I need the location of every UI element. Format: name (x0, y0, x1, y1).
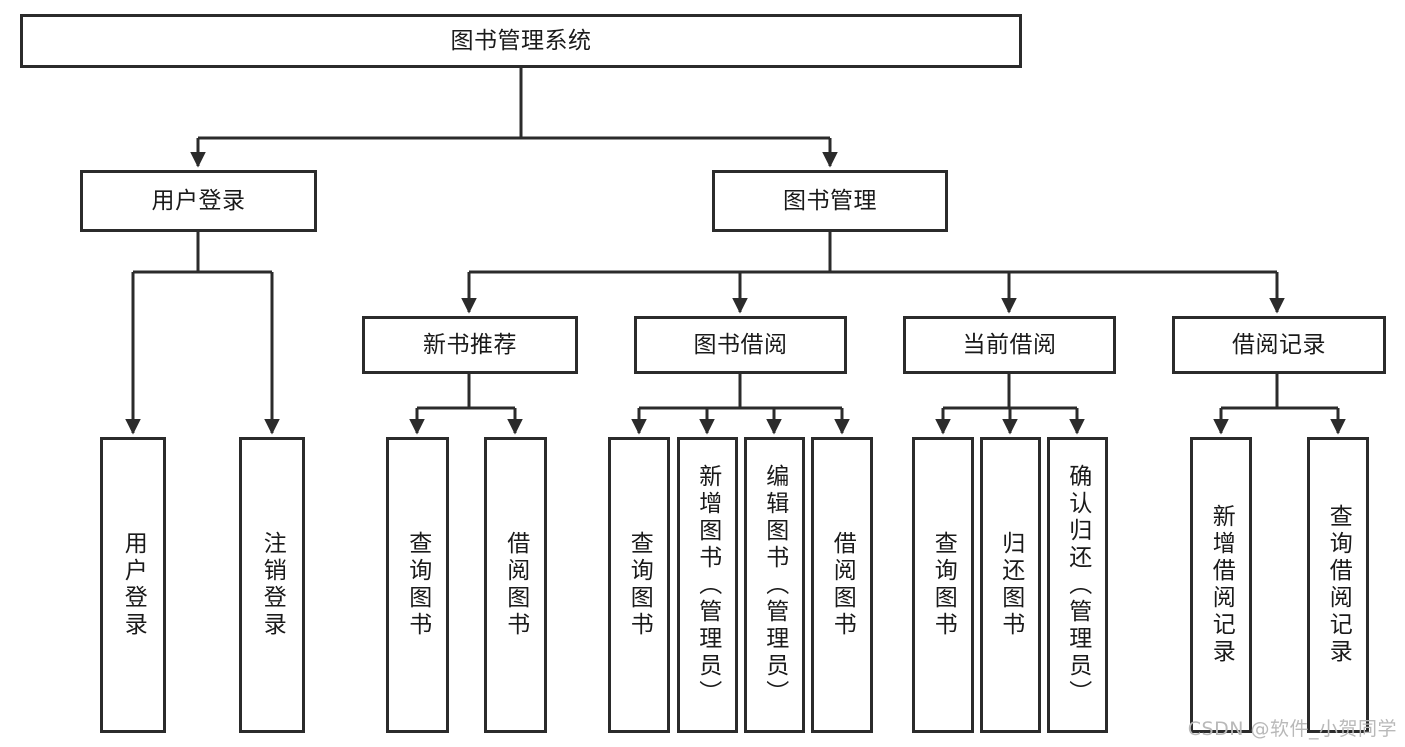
leaf-logout[interactable]: 注销登录 (239, 437, 305, 733)
node-book-manage-label: 图书管理 (783, 187, 877, 214)
leaf-add-record[interactable]: 新增借阅记录 (1190, 437, 1252, 733)
csdn-watermark: CSDN @软件_小贺同学 (1187, 718, 1397, 740)
leaf-query-record-label: 查询借阅记录 (1325, 504, 1352, 666)
node-current-borrow-label: 当前借阅 (962, 331, 1057, 358)
node-root-label: 图书管理系统 (450, 27, 592, 54)
node-user-login[interactable]: 用户登录 (80, 170, 317, 232)
leaf-query-book-3-label: 查询图书 (930, 531, 957, 639)
leaf-logout-label: 注销登录 (259, 531, 286, 639)
leaf-confirm-return[interactable]: 确认归还（管理员） (1047, 437, 1108, 733)
node-book-borrow[interactable]: 图书借阅 (634, 316, 847, 374)
leaf-query-book-1[interactable]: 查询图书 (386, 437, 449, 733)
leaf-query-book-1-label: 查询图书 (404, 531, 431, 639)
node-root[interactable]: 图书管理系统 (20, 14, 1022, 68)
leaf-add-book-label: 新增图书（管理员） (694, 463, 721, 707)
leaf-borrow-book-1-label: 借阅图书 (502, 531, 529, 639)
leaf-return-book[interactable]: 归还图书 (980, 437, 1041, 733)
leaf-edit-book-label: 编辑图书（管理员） (761, 463, 788, 707)
leaf-return-book-label: 归还图书 (997, 531, 1024, 639)
leaf-add-record-label: 新增借阅记录 (1208, 504, 1235, 666)
leaf-add-book[interactable]: 新增图书（管理员） (677, 437, 738, 733)
node-borrow-record[interactable]: 借阅记录 (1172, 316, 1386, 374)
node-user-login-label: 用户登录 (151, 187, 246, 214)
leaf-borrow-book-1[interactable]: 借阅图书 (484, 437, 547, 733)
node-borrow-record-label: 借阅记录 (1232, 331, 1326, 358)
node-book-borrow-label: 图书借阅 (693, 331, 788, 358)
node-new-book-recommend-label: 新书推荐 (423, 331, 517, 358)
leaf-query-book-2-label: 查询图书 (626, 531, 653, 639)
leaf-user-login[interactable]: 用户登录 (100, 437, 166, 733)
leaf-query-record[interactable]: 查询借阅记录 (1307, 437, 1369, 733)
leaf-borrow-book-2-label: 借阅图书 (829, 531, 856, 639)
leaf-query-book-3[interactable]: 查询图书 (912, 437, 974, 733)
leaf-confirm-return-label: 确认归还（管理员） (1064, 463, 1091, 707)
node-new-book-recommend[interactable]: 新书推荐 (362, 316, 578, 374)
node-current-borrow[interactable]: 当前借阅 (903, 316, 1116, 374)
leaf-query-book-2[interactable]: 查询图书 (608, 437, 670, 733)
leaf-edit-book[interactable]: 编辑图书（管理员） (744, 437, 805, 733)
node-book-manage[interactable]: 图书管理 (712, 170, 948, 232)
leaf-user-login-label: 用户登录 (120, 531, 147, 639)
leaf-borrow-book-2[interactable]: 借阅图书 (811, 437, 873, 733)
